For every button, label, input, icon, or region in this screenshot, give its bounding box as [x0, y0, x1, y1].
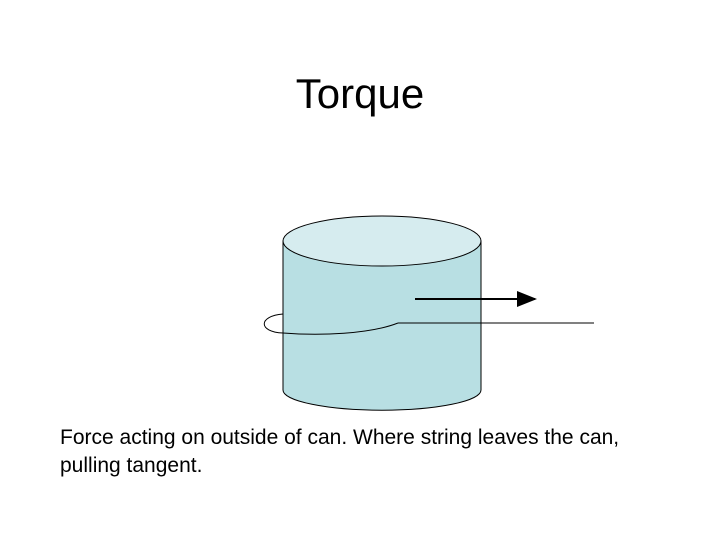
- can-top: [282, 215, 482, 267]
- slide-caption: Force acting on outside of can. Where st…: [60, 426, 620, 477]
- string-loop-back: [263, 313, 284, 334]
- slide-title: Torque: [295, 70, 425, 117]
- string-front: [282, 322, 399, 335]
- can-body: [282, 240, 482, 411]
